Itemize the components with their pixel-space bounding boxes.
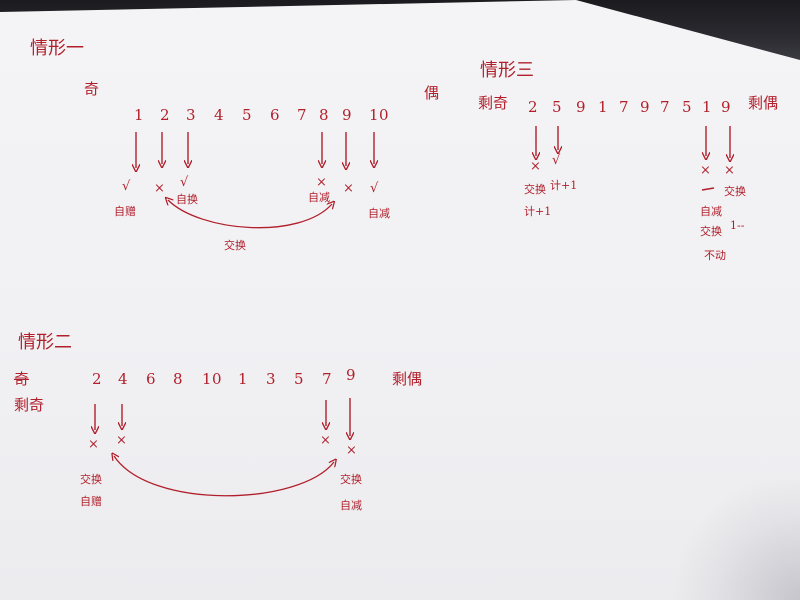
case3-label-count-1: 计+1 xyxy=(550,179,578,192)
case3-label-zijian: 自减 xyxy=(700,205,722,218)
case3-num-8: 5 xyxy=(682,98,693,116)
case1-check-1: √ xyxy=(122,179,131,194)
case3-label-minus1: 1-- xyxy=(730,219,745,232)
case1-swap-arc xyxy=(168,200,332,229)
case1-num-8: 8 xyxy=(319,106,330,124)
case3-label-jiaohuan-left: 交换 xyxy=(524,183,546,196)
case1-num-6: 6 xyxy=(270,106,281,124)
case1-label-zijian: 自减 xyxy=(368,207,390,220)
case3-label-zhihuan: 交换 xyxy=(700,225,722,238)
case3-num-3: 9 xyxy=(576,98,587,116)
case2-num-6: 1 xyxy=(238,370,249,388)
case2-num-10: 9 xyxy=(346,366,357,384)
case1-cross-2: × xyxy=(154,181,165,196)
case2-swap-arc xyxy=(114,456,334,497)
case3-num-9: 1 xyxy=(702,98,713,116)
case1-check-3: √ xyxy=(180,175,189,190)
case3-label-budong: 不动 xyxy=(704,249,726,262)
case1-left-label: 奇 xyxy=(84,80,100,98)
case1-label-jiaohuan: 交换 xyxy=(224,239,246,252)
shadow xyxy=(660,480,800,600)
case1-cross-9: × xyxy=(343,181,354,196)
case1-num-2: 2 xyxy=(160,106,171,124)
case3-num-5: 7 xyxy=(619,98,630,116)
case3-dash xyxy=(701,187,715,191)
case1-num-1: 1 xyxy=(134,106,145,124)
case2-cross-4: × xyxy=(116,433,127,448)
case1-num-3: 3 xyxy=(186,106,197,124)
case1-cross-8: × xyxy=(316,175,327,190)
case2-cross-7: × xyxy=(320,433,331,448)
case1-heading: 情形一 xyxy=(30,38,84,59)
case3-left-label: 剩奇 xyxy=(478,94,509,112)
case1-num-4: 4 xyxy=(214,106,225,124)
case3-check-a: √ xyxy=(552,153,561,168)
case2-num-1: 2 xyxy=(92,370,103,388)
case2-num-7: 3 xyxy=(266,370,277,388)
case2-num-9: 7 xyxy=(322,370,333,388)
case3-cross-a: × xyxy=(530,159,541,174)
case2-right-label: 剩偶 xyxy=(392,370,423,388)
case2-label-jiaohuan-left: 交换 xyxy=(80,473,102,486)
case3-num-2: 5 xyxy=(552,98,563,116)
case2-num-3: 6 xyxy=(146,370,157,388)
case1-label-zengsong: 自赠 xyxy=(114,205,136,218)
case2-left-label-struck: 奇 xyxy=(14,370,30,388)
case3-num-10: 9 xyxy=(721,98,732,116)
case2-cross-2: × xyxy=(88,437,99,452)
case3-right-label: 剩偶 xyxy=(748,94,779,112)
case2-num-2: 4 xyxy=(118,370,129,388)
case3-num-4: 1 xyxy=(598,98,609,116)
case1-num-7: 7 xyxy=(297,106,308,124)
case3-label-count-2: 计+1 xyxy=(524,205,552,218)
case2-heading: 情形二 xyxy=(18,332,72,353)
case3-num-6: 9 xyxy=(640,98,651,116)
case1-check-10: √ xyxy=(370,181,379,196)
case2-num-5: 10 xyxy=(202,370,223,388)
case1-num-5: 5 xyxy=(242,106,253,124)
case2-label-zijian: 自减 xyxy=(340,499,362,512)
case1-num-9: 9 xyxy=(342,106,353,124)
case3-heading: 情形三 xyxy=(480,60,534,81)
case1-right-label: 偶 xyxy=(424,84,440,102)
case2-label-zizeng: 自赠 xyxy=(80,495,102,508)
case3-cross-b: × xyxy=(700,163,711,178)
case3-num-1: 2 xyxy=(528,98,539,116)
case2-cross-9: × xyxy=(346,443,357,458)
case3-cross-c: × xyxy=(724,163,735,178)
case2-label-jiaohuan-right: 交换 xyxy=(340,473,362,486)
case1-num-10: 10 xyxy=(369,106,390,124)
case3-num-7: 7 xyxy=(660,98,671,116)
case2-num-4: 8 xyxy=(173,370,184,388)
case2-left-label: 剩奇 xyxy=(14,396,45,414)
case2-num-8: 5 xyxy=(294,370,305,388)
case3-label-jiaohuan-right: 交换 xyxy=(724,185,746,198)
